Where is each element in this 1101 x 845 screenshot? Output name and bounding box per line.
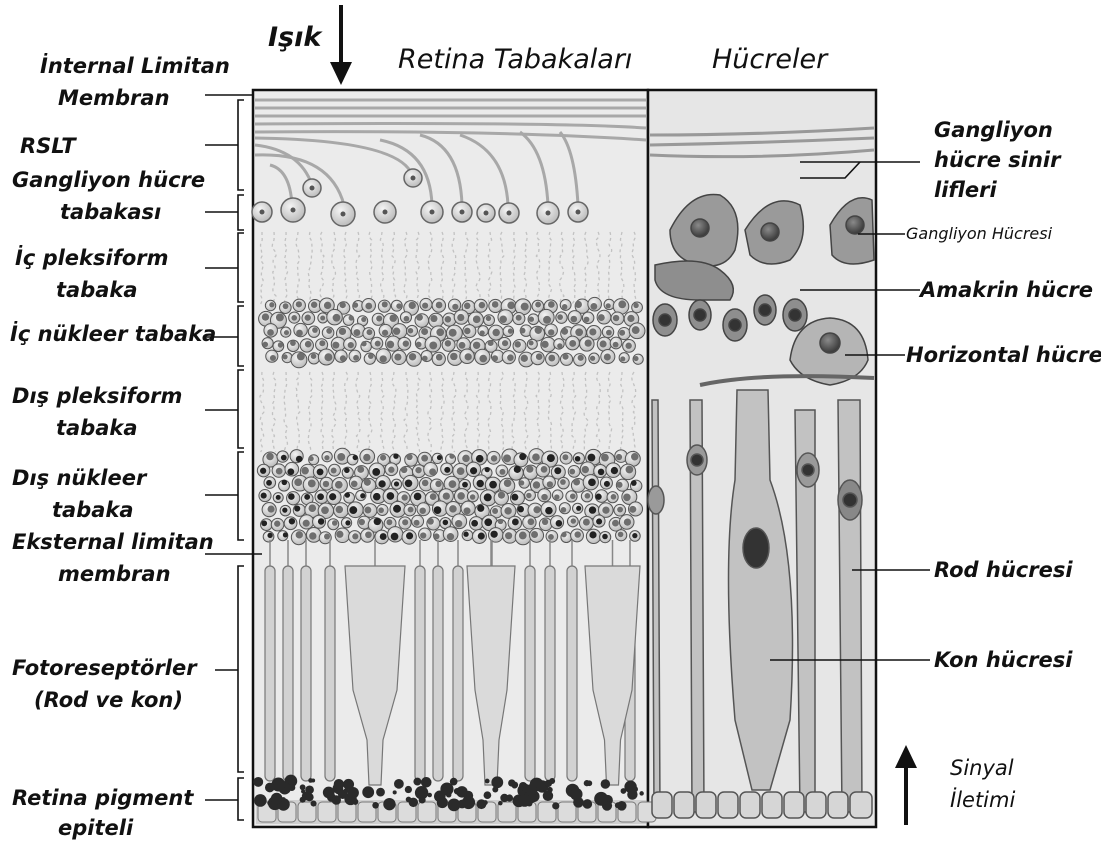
label-onl-line2: tabaka	[52, 494, 134, 526]
label-elm-line2: membran	[58, 558, 171, 590]
label-ilm-line2: Membran	[58, 82, 170, 114]
light-title: Işık	[268, 22, 321, 53]
label-ipl-line1: İç pleksiform	[15, 242, 169, 274]
label-signal-line2: İletimi	[950, 784, 1015, 816]
label-signal-line1: Sinyal	[950, 752, 1014, 784]
label-ganglion-cell: Gangliyon Hücresi	[906, 218, 1052, 250]
label-ipl-line2: tabaka	[56, 274, 138, 306]
label-nerve-fibers-line3: lifleri	[934, 174, 997, 206]
label-nerve-fibers-line1: Gangliyon	[934, 114, 1053, 146]
layers-title: Retina Tabakaları	[398, 44, 632, 75]
label-ilm-line1: İnternal Limitan	[40, 50, 230, 82]
cells-title: Hücreler	[712, 44, 827, 75]
right-pigment-cells	[652, 792, 872, 818]
label-photoreceptors-line1: Fotoreseptörler	[12, 652, 197, 684]
label-photoreceptors-line2: (Rod ve kon)	[34, 684, 183, 716]
outer-nuclear-layer	[257, 448, 642, 545]
label-opl-line2: tabaka	[56, 412, 138, 444]
label-rpe-line2: epiteli	[58, 812, 133, 844]
label-nerve-fibers-line2: hücre sinir	[934, 144, 1060, 176]
label-rpe-line1: Retina pigment	[12, 782, 193, 814]
label-gcl-line2: tabakası	[60, 196, 161, 228]
label-horizontal-cell: Horizontal hücre	[906, 339, 1101, 371]
label-elm-line1: Eksternal limitan	[12, 526, 214, 558]
label-onl-line1: Dış nükleer	[12, 462, 146, 494]
label-inl: İç nükleer tabaka	[10, 318, 216, 350]
layer-brackets	[238, 100, 244, 820]
label-rslt: RSLT	[20, 130, 76, 162]
label-amacrine-cell: Amakrin hücre	[920, 274, 1093, 306]
label-cone-cell: Kon hücresi	[934, 644, 1072, 676]
label-opl-line1: Dış pleksiform	[12, 380, 182, 412]
label-rod-cell: Rod hücresi	[934, 554, 1073, 586]
light-arrow	[330, 5, 352, 85]
signal-arrow	[895, 745, 917, 825]
label-gcl-line1: Gangliyon hücre	[12, 164, 205, 196]
